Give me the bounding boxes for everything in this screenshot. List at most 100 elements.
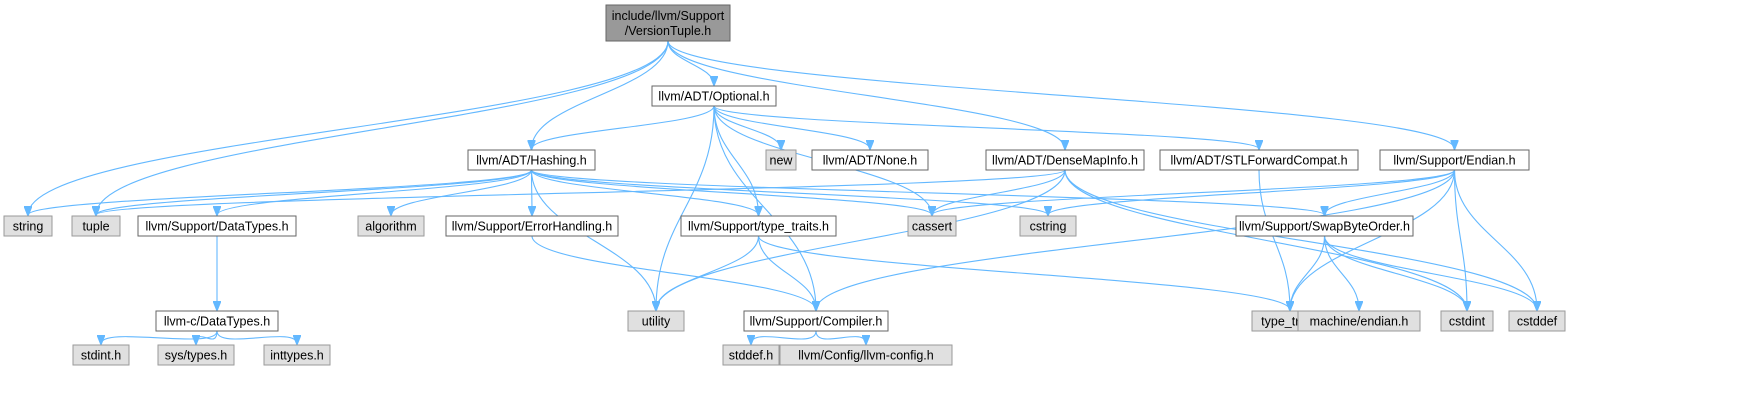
edge-swapbyteorder-to-cstdint (1323, 235, 1468, 310)
node-label: string (13, 220, 44, 234)
edge-hashing-to-typetraitsh (530, 169, 759, 215)
node-label: sys/types.h (165, 349, 228, 363)
node-llvm-adt-none-h[interactable]: llvm/ADT/None.h (811, 149, 929, 171)
edge-hashing-to-datatypes (217, 169, 533, 215)
node-stdint-h: stdint.h (72, 344, 130, 366)
node-utility: utility (627, 310, 685, 332)
edge-endian-to-swapbyteorder (1325, 169, 1456, 215)
node-llvm-adt-stlforwardcompat-h[interactable]: llvm/ADT/STLForwardCompat.h (1159, 149, 1359, 171)
edge-densemapinfo-to-cstdint (1064, 169, 1467, 310)
node-box (1508, 310, 1566, 332)
node-box (680, 215, 837, 237)
node-llvm-support-swapbyteorder-h[interactable]: llvm/Support/SwapByteOrder.h (1235, 215, 1414, 237)
node-stddef-h: stddef.h (722, 344, 780, 366)
node-box (72, 344, 130, 366)
edge-hashing-to-swapbyteorder (530, 169, 1325, 215)
node-cstdint: cstdint (1440, 310, 1494, 332)
edge-optional-to-stlforward (713, 105, 1259, 149)
node-box (811, 149, 929, 171)
node-label: utility (642, 315, 671, 329)
edge-root-to-string (28, 40, 669, 215)
edge-hashing-to-utility (530, 169, 657, 310)
node-label: llvm/ADT/DenseMapInfo.h (992, 154, 1138, 168)
node-label: llvm/Support/SwapByteOrder.h (1239, 220, 1410, 234)
edge-typetraitsh-to-type_traits (757, 235, 1291, 310)
node-llvm-adt-optional-h[interactable]: llvm/ADT/Optional.h (651, 85, 777, 107)
edges-layer (28, 40, 1538, 344)
edge-errorhandling-to-compiler (531, 235, 816, 310)
edge-typetraitsh-to-compiler (757, 235, 817, 310)
edge-cdatatypes-to-systypes (196, 330, 218, 344)
node-box (445, 215, 619, 237)
node-include-llvm-support-versiontuple-h[interactable]: include/llvm/Support/VersionTuple.h (605, 4, 731, 42)
node-sys-types-h: sys/types.h (157, 344, 235, 366)
node-box (263, 344, 331, 366)
node-label: llvm-c/DataTypes.h (164, 315, 270, 329)
edge-hashing-to-tuple (96, 169, 533, 215)
edge-swapbyteorder-to-type_traits (1290, 235, 1326, 310)
node-llvm-support-errorhandling-h[interactable]: llvm/Support/ErrorHandling.h (445, 215, 619, 237)
node-llvm-adt-hashing-h[interactable]: llvm/ADT/Hashing.h (467, 149, 596, 171)
edge-optional-to-hashing (532, 105, 715, 149)
node-box (985, 149, 1145, 171)
edge-compiler-to-stddef (751, 330, 817, 344)
node-llvm-support-type-traits-h[interactable]: llvm/Support/type_traits.h (680, 215, 837, 237)
edge-typetraitsh-to-utility (656, 235, 760, 310)
edge-endian-to-cstring (1048, 169, 1456, 215)
node-llvm-support-endian-h[interactable]: llvm/Support/Endian.h (1379, 149, 1530, 171)
edge-endian-to-compiler (816, 169, 1456, 310)
node-label: llvm/ADT/None.h (823, 154, 918, 168)
node-label: cstring (1030, 220, 1067, 234)
node-cstddef: cstddef (1508, 310, 1566, 332)
node-label: llvm/Config/llvm-config.h (798, 349, 934, 363)
node-llvm-support-compiler-h[interactable]: llvm/Support/Compiler.h (743, 310, 889, 332)
node-label: llvm/Support/ErrorHandling.h (452, 220, 613, 234)
node-label: llvm/Support/type_traits.h (688, 220, 829, 234)
edge-root-to-hashing (532, 40, 669, 149)
node-label: cassert (912, 220, 953, 234)
edge-optional-to-compiler (713, 105, 816, 310)
edge-root-to-tuple (96, 40, 669, 215)
node-box (722, 344, 780, 366)
node-label: include/llvm/Support (612, 9, 725, 23)
edge-endian-to-cstddef (1453, 169, 1538, 310)
node-box (651, 85, 777, 107)
node-llvm-c-datatypes-h[interactable]: llvm-c/DataTypes.h (155, 310, 279, 332)
node-box (627, 310, 685, 332)
node-llvm-adt-densemapinfo-h[interactable]: llvm/ADT/DenseMapInfo.h (985, 149, 1145, 171)
node-box (357, 215, 425, 237)
nodes-layer: include/llvm/Support/VersionTuple.h llvm/… (3, 4, 1566, 366)
edge-cdatatypes-to-inttypes (216, 330, 297, 344)
node-string: string (3, 215, 53, 237)
node-box (1379, 149, 1530, 171)
node-box (1297, 310, 1421, 332)
node-llvm-config-llvm-config-h: llvm/Config/llvm-config.h (779, 344, 953, 366)
node-label: cstddef (1517, 315, 1558, 329)
node-box (765, 149, 797, 171)
edge-densemapinfo-to-cstddef (1064, 169, 1537, 310)
edge-endian-to-cstdint (1453, 169, 1468, 310)
node-machine-endian-h: machine/endian.h (1297, 310, 1421, 332)
edge-densemapinfo-to-tuple (96, 169, 1066, 215)
node-box (1019, 215, 1077, 237)
node-label: inttypes.h (270, 349, 324, 363)
node-box (1440, 310, 1494, 332)
node-cstring: cstring (1019, 215, 1077, 237)
edge-optional-to-new (713, 105, 781, 149)
edge-endian-to-cassert (932, 169, 1456, 215)
node-box (137, 215, 297, 237)
node-label: llvm/Support/Compiler.h (750, 315, 883, 329)
edge-endian-to-type_traits (1290, 169, 1456, 310)
node-box (743, 310, 889, 332)
node-box (467, 149, 596, 171)
node-box (157, 344, 235, 366)
node-llvm-support-datatypes-h[interactable]: llvm/Support/DataTypes.h (137, 215, 297, 237)
node-box (907, 215, 957, 237)
node-label: llvm/Support/Endian.h (1393, 154, 1515, 168)
edge-root-to-endian (667, 40, 1455, 149)
edge-swapbyteorder-to-machineendian (1323, 235, 1360, 310)
edge-compiler-to-llvmconfig (815, 330, 866, 344)
node-box (3, 215, 53, 237)
node-label: cstdint (1449, 315, 1486, 329)
